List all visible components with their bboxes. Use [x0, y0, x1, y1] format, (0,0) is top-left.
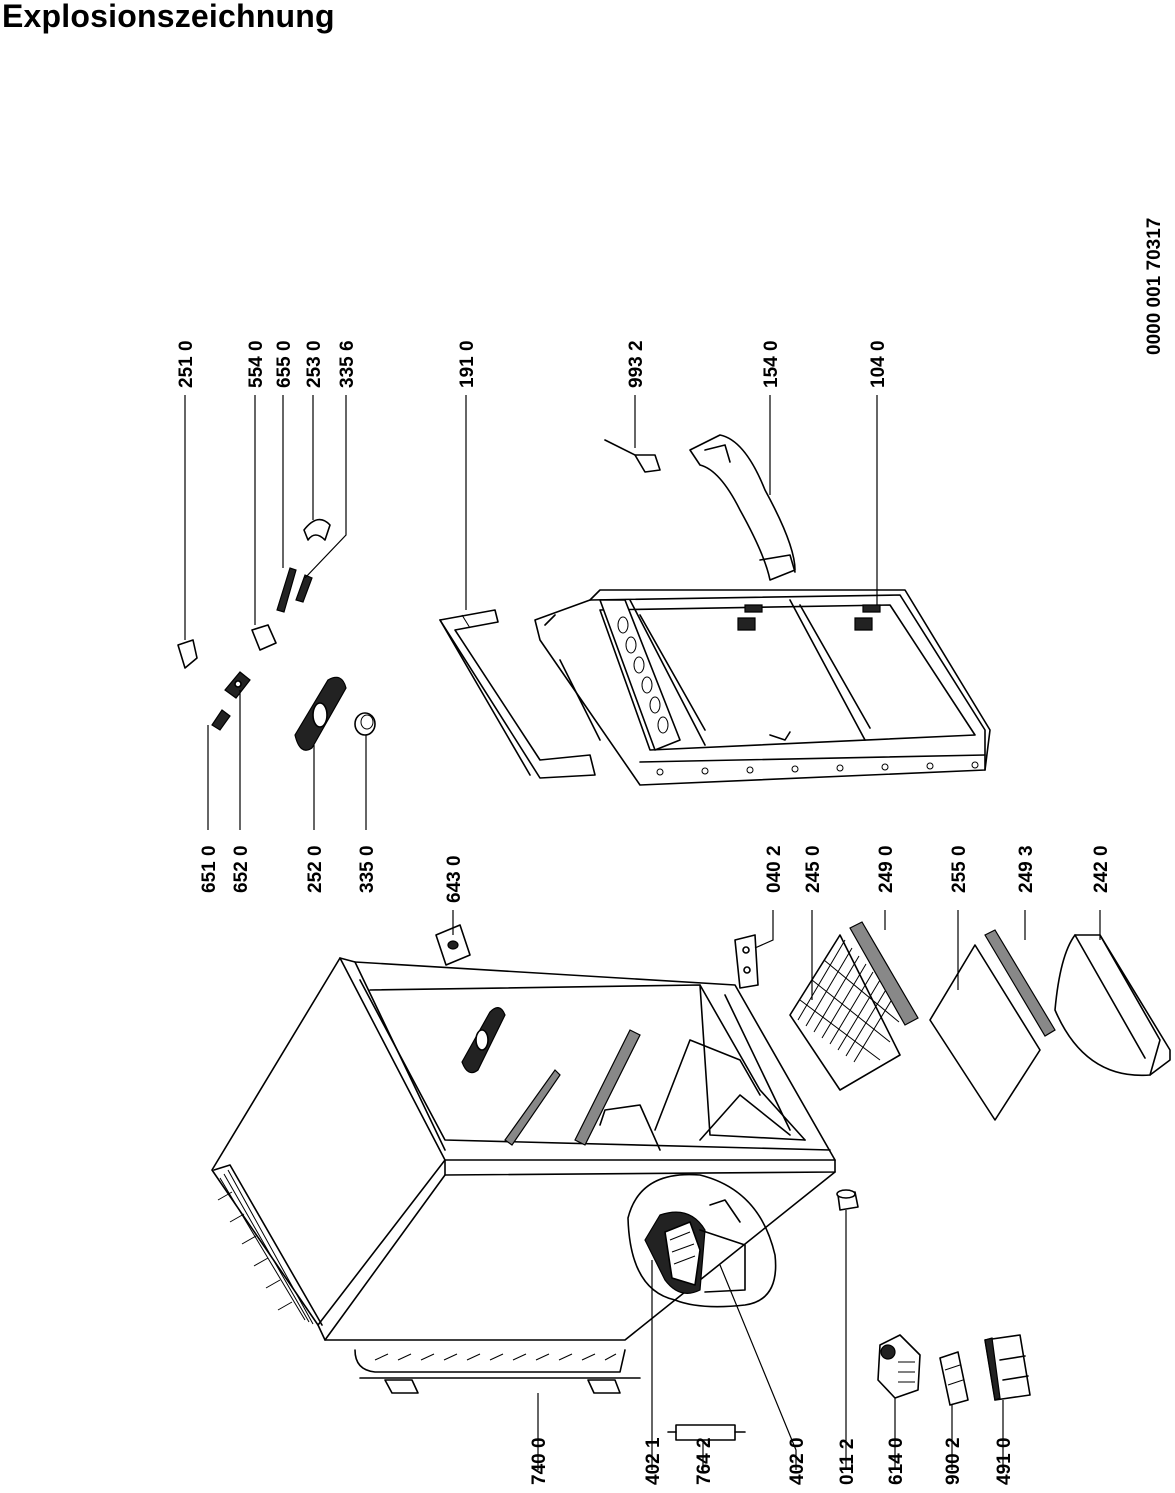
label-2550: 255 0	[949, 845, 970, 893]
glass-shelf-trim-2493	[984, 929, 1056, 1037]
part-3356	[295, 574, 313, 603]
page-title: Explosionszeichnung	[2, 0, 335, 34]
glass-shelf-2550	[929, 944, 1041, 1121]
part-2510	[177, 639, 198, 669]
label-1540: 154 0	[761, 340, 782, 388]
crisper-drawer-2420	[1054, 934, 1171, 1077]
knob-3350	[354, 712, 376, 736]
label-9932: 993 2	[626, 340, 647, 388]
label-6140: 614 0	[886, 1437, 907, 1485]
label-3350: 335 0	[357, 845, 378, 893]
label-2420: 242 0	[1091, 845, 1112, 893]
label-6550: 655 0	[274, 340, 295, 388]
part-2530	[303, 518, 331, 541]
label-1910: 191 0	[457, 340, 478, 388]
label-7642: 764 2	[694, 1437, 715, 1485]
label-4910: 491 0	[994, 1437, 1015, 1485]
label-2450: 245 0	[803, 845, 824, 893]
label-6510: 651 0	[199, 845, 220, 893]
label-0112: 011 2	[837, 1439, 858, 1486]
condenser	[354, 1349, 641, 1394]
compressor-area	[627, 1173, 777, 1308]
label-5540: 554 0	[246, 340, 267, 388]
label-2490: 249 0	[876, 845, 897, 893]
label-2493: 249 3	[1016, 845, 1037, 893]
thermostat-6140	[877, 1334, 921, 1399]
leader-lines	[184, 395, 1101, 1470]
document-number: 0000 001 70317	[1144, 218, 1165, 355]
label-4021: 402 1	[643, 1437, 664, 1485]
part-9002	[939, 1351, 969, 1406]
fridge-cabinet	[211, 957, 859, 1394]
shelf-trim-2490	[849, 921, 919, 1026]
label-3356: 335 6	[337, 340, 358, 388]
part-6520	[224, 671, 251, 699]
thermostat-housing-2520	[294, 676, 347, 751]
shelf-2450	[789, 934, 901, 1091]
label-6430: 643 0	[444, 855, 465, 903]
part-labels: 251 0 554 0 655 0 253 0 335 6 191 0 993 …	[176, 340, 1112, 1485]
top-grille	[213, 1164, 323, 1326]
label-4020: 402 0	[787, 1437, 808, 1485]
gasket-1910	[439, 609, 596, 779]
cabinet-thermostat-housing	[461, 1007, 506, 1074]
part-9932	[604, 439, 661, 473]
part-6550	[276, 567, 297, 613]
capacitor-7642	[667, 1424, 746, 1441]
label-9002: 900 2	[943, 1437, 964, 1485]
label-7400: 740 0	[529, 1437, 550, 1485]
door-1040	[534, 589, 991, 786]
label-2530: 253 0	[304, 340, 325, 388]
label-6520: 652 0	[231, 845, 252, 893]
label-2520: 252 0	[305, 845, 326, 893]
label-2510: 251 0	[176, 340, 197, 388]
part-6430	[435, 924, 471, 966]
handle-1540	[689, 434, 796, 581]
part-5540	[251, 624, 277, 651]
part-6510	[211, 709, 231, 731]
part-4910	[984, 1334, 1031, 1401]
foot-0112	[836, 1189, 859, 1211]
hinge-0402	[734, 934, 759, 989]
label-1040: 104 0	[868, 340, 889, 388]
label-0402: 040 2	[764, 845, 785, 893]
